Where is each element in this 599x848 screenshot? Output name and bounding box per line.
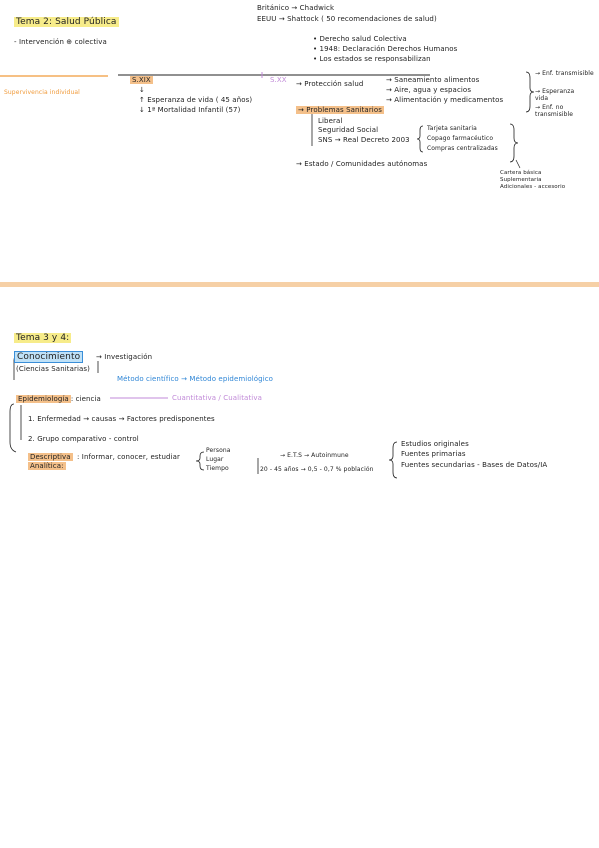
section-divider bbox=[0, 282, 599, 287]
right-item: • Derecho salud Colectiva bbox=[313, 35, 407, 43]
epidemiologia-label: Epidemiología: ciencia bbox=[16, 395, 101, 403]
enfermedad-text: 1. Enfermedad → causas → Factores predis… bbox=[28, 415, 215, 423]
proteccion-item: → Alimentación y medicamentos bbox=[386, 96, 504, 104]
estudios-item: Fuentes secundarias - Bases de Datos/IA bbox=[401, 461, 548, 469]
intervention-text: - Intervención ⊕ colectiva bbox=[14, 38, 107, 46]
proteccion-text: → Protección salud bbox=[296, 80, 364, 88]
right-item: • 1948: Declaración Derechos Humanos bbox=[313, 45, 458, 53]
conocimiento-label: Conocimiento bbox=[14, 351, 84, 363]
estado-text: → Estado / Comunidades autónomas bbox=[296, 160, 428, 168]
problemas-sanitarios-label: → Problemas Sanitarios bbox=[296, 106, 384, 114]
esperanza-vida-text: → Esperanza vida bbox=[535, 88, 575, 102]
sxix-label: S.XIX bbox=[130, 76, 153, 84]
sxix-item: ↑ Esperanza de vida ( 45 años) bbox=[139, 96, 253, 104]
section1-title: Tema 2: Salud Pública bbox=[14, 17, 119, 27]
grupo-text: 2. Grupo comparativo - control bbox=[28, 435, 139, 443]
persona-item: Tiempo bbox=[206, 465, 229, 472]
edad-text: 20 - 45 años → 0,5 - 0,7 % población bbox=[260, 466, 374, 473]
cartera-item: Cartera básica bbox=[500, 170, 542, 176]
ets-text: → E.T.S → Autoinmune bbox=[280, 452, 349, 459]
supervivencia-label: Supervivencia individual bbox=[4, 89, 80, 96]
enf-no-transmisible-text: → Enf. no transmisible bbox=[535, 104, 574, 118]
eeuu-text: EEUU → Shattock ( 50 recomendaciones de … bbox=[257, 15, 437, 23]
enf-transmisible-text: → Enf. transmisible bbox=[535, 70, 594, 77]
section2-title: Tema 3 y 4: bbox=[14, 333, 72, 343]
sns-item: Copago farmacéutico bbox=[427, 135, 494, 142]
ciencias-text: (Ciencias Sanitarias) bbox=[16, 365, 91, 373]
problemas-item: Liberal bbox=[318, 117, 343, 125]
descriptiva-label: Descriptiva bbox=[28, 453, 73, 461]
persona-item: Lugar bbox=[206, 456, 224, 463]
problemas-item: Seguridad Social bbox=[318, 126, 379, 134]
proteccion-item: → Aire, agua y espacios bbox=[386, 86, 472, 94]
cartera-item: Adicionales - accesorio bbox=[500, 184, 566, 190]
informar-text: : Informar, conocer, estudiar bbox=[77, 453, 180, 461]
analitica-label: Analítica: bbox=[28, 462, 66, 470]
persona-item: Persona bbox=[206, 447, 231, 454]
estudios-item: Estudios originales bbox=[401, 440, 469, 448]
down-arrow-icon: ↓ bbox=[139, 86, 145, 94]
metodo-text: Método científico → Método epidemiológic… bbox=[117, 375, 274, 383]
cuanti-text: Cuantitativa / Cualitativa bbox=[172, 394, 262, 402]
sns-item: Compras centralizadas bbox=[427, 145, 498, 152]
britanico-text: Británico → Chadwick bbox=[257, 4, 335, 12]
estudios-item: Fuentes primarias bbox=[401, 450, 466, 458]
ciencia-text: : ciencia bbox=[70, 395, 101, 403]
sns-item: Tarjeta sanitaria bbox=[427, 125, 477, 132]
right-item: • Los estados se responsabilizan bbox=[313, 55, 431, 63]
sxix-item: ↓ 1ª Mortalidad Infantil (57) bbox=[139, 106, 241, 114]
sxx-label: S.XX bbox=[270, 76, 287, 84]
proteccion-item: → Saneamiento alimentos bbox=[386, 76, 480, 84]
cartera-item: Suplementaria bbox=[500, 177, 542, 183]
investigacion-text: → Investigación bbox=[96, 353, 153, 361]
problemas-item: SNS → Real Decreto 2003 bbox=[318, 136, 410, 144]
